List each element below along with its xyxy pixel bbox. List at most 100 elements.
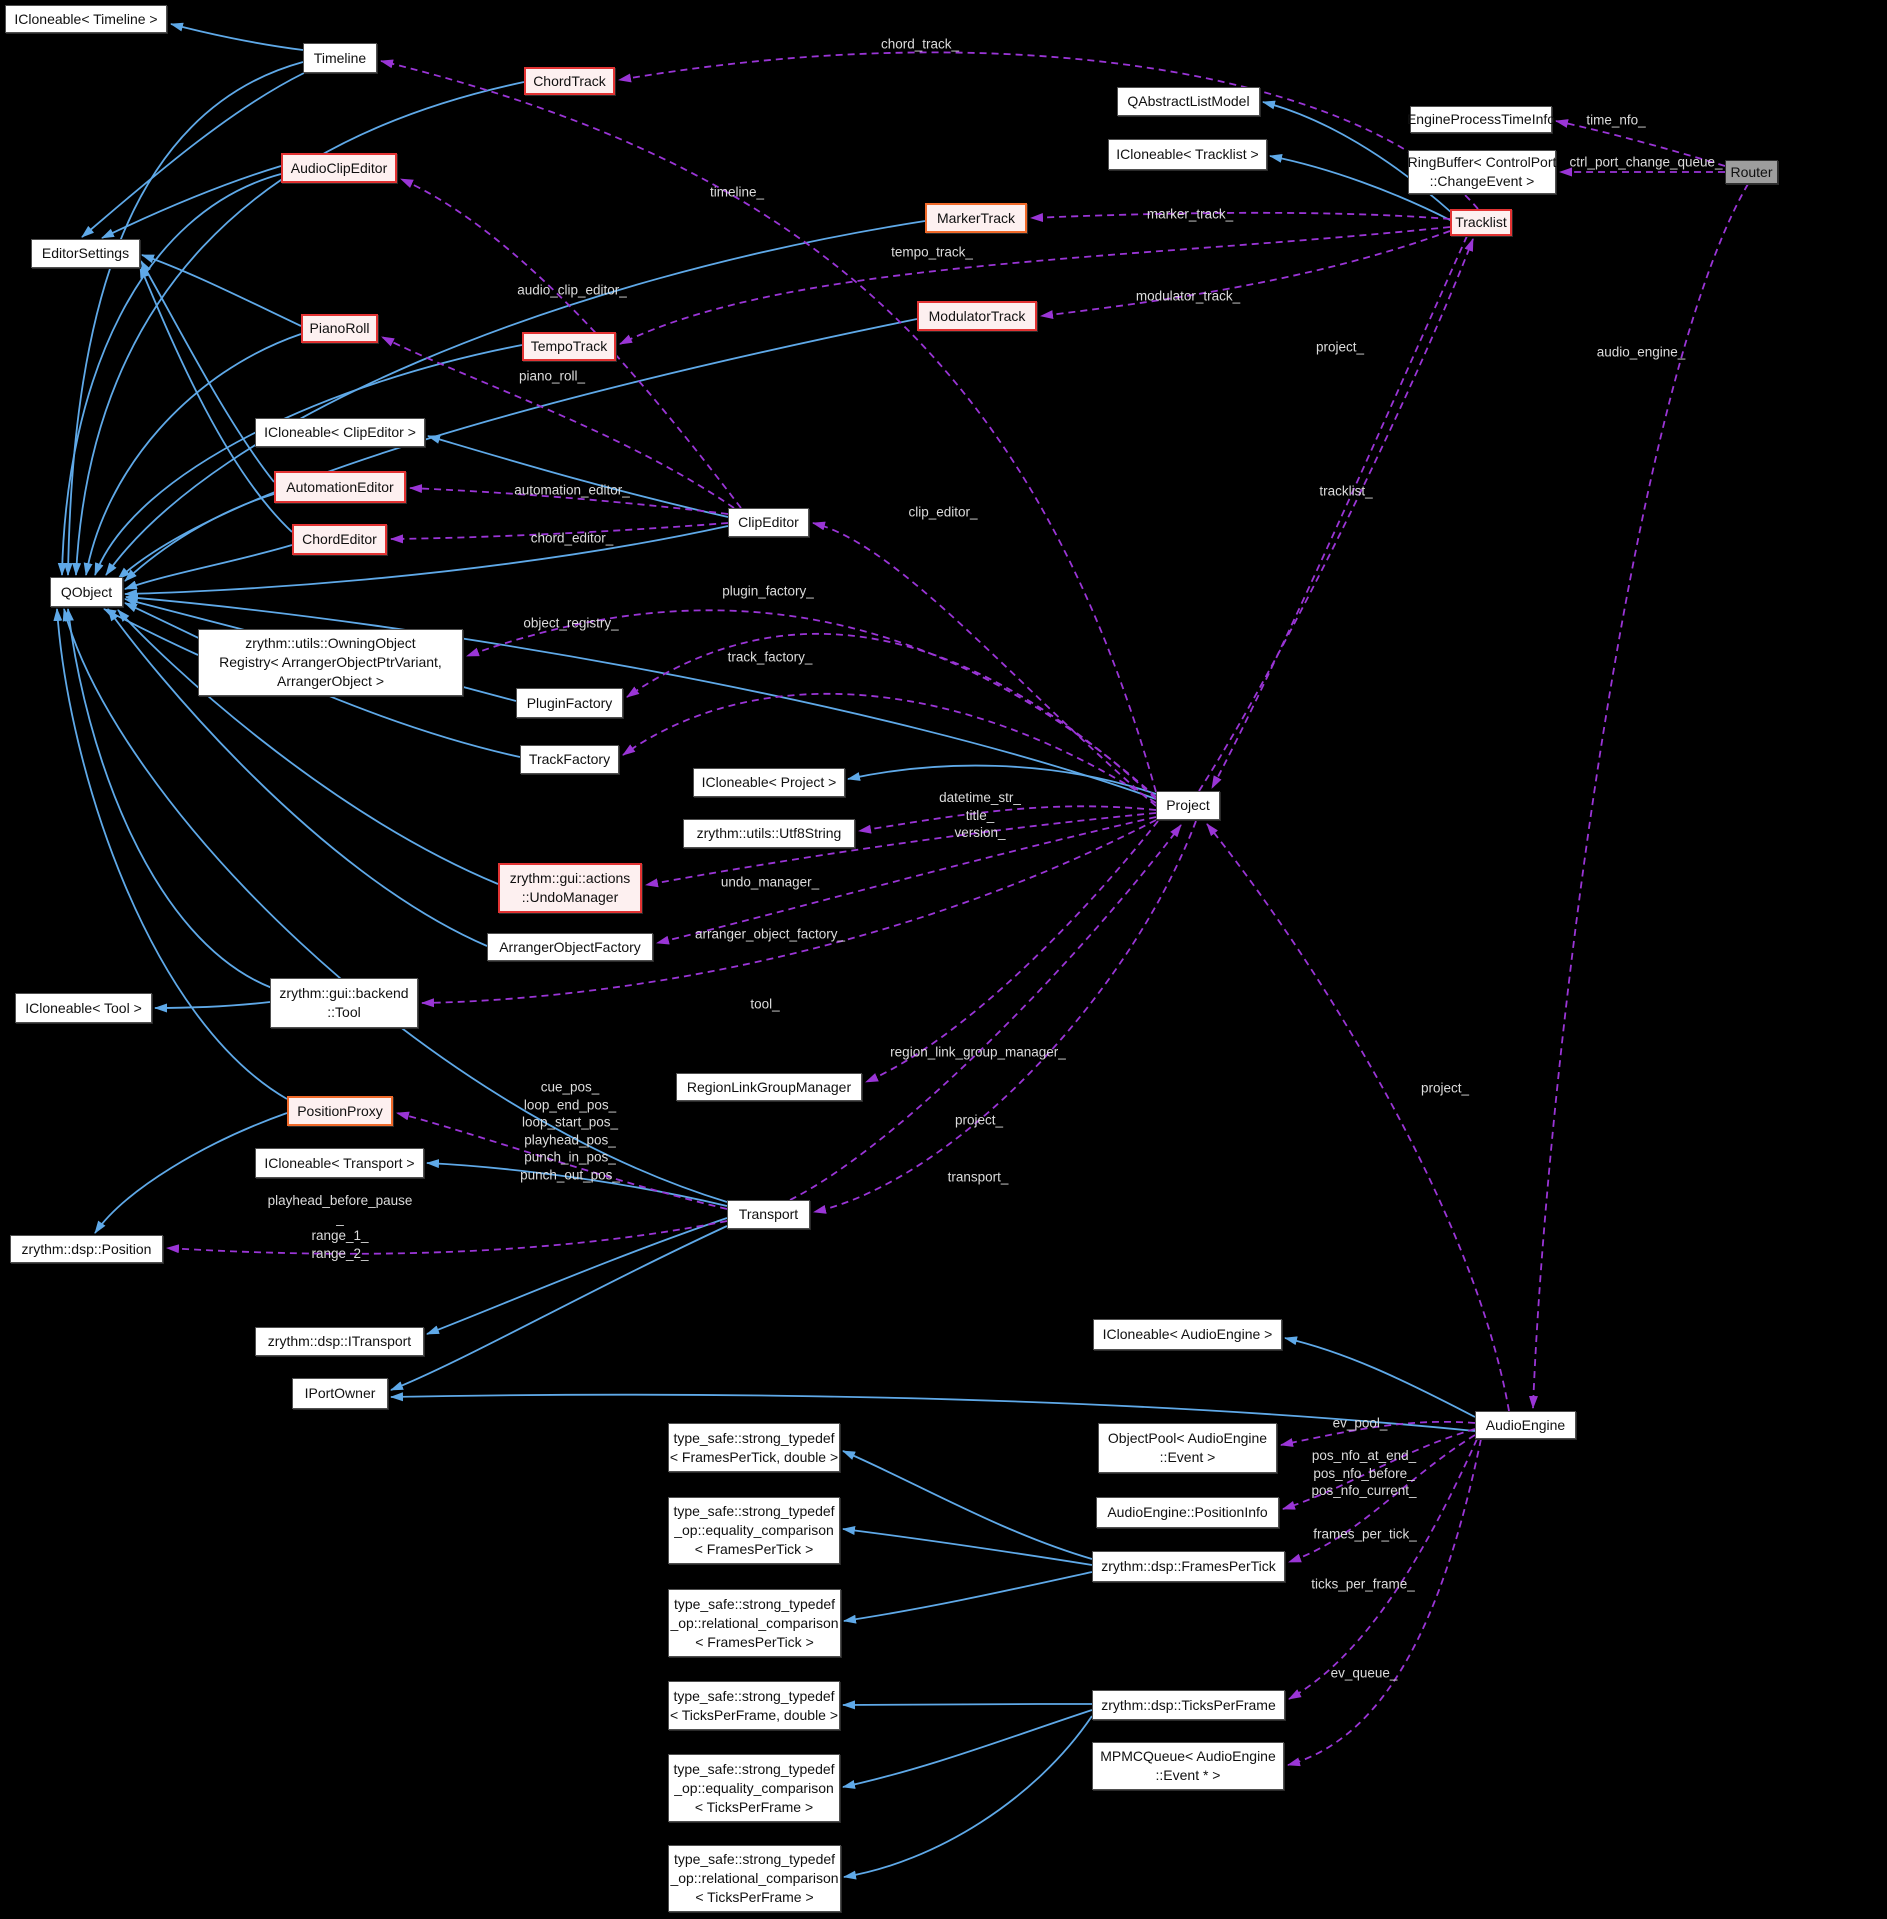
edge-audioengine-to-mpmcqueue xyxy=(1287,1438,1482,1767)
class-node-chordtrack[interactable]: ChordTrack xyxy=(524,67,615,95)
class-node-label: PositionProxy xyxy=(297,1102,383,1119)
class-node-utf8string[interactable]: zrythm::utils::Utf8String xyxy=(683,819,855,848)
class-node-label: ModulatorTrack xyxy=(928,307,1026,324)
edge-label-line: version_ xyxy=(954,824,1006,840)
class-node-framespertick[interactable]: zrythm::dsp::FramesPerTick xyxy=(1092,1551,1285,1582)
class-node-icloneable-project[interactable]: ICloneable< Project > xyxy=(693,768,845,797)
class-node-icloneable-tool[interactable]: ICloneable< Tool > xyxy=(15,993,152,1023)
edge-label: tempo_track_ xyxy=(891,243,973,261)
edge-label: datetime_str_title_version_ xyxy=(939,789,1021,842)
class-node-objectpool[interactable]: ObjectPool< AudioEngine::Event > xyxy=(1098,1423,1277,1473)
class-node-automationeditor[interactable]: AutomationEditor xyxy=(274,471,406,503)
class-node-label: zrythm::gui::backend xyxy=(279,985,409,1001)
class-node-qobject[interactable]: QObject xyxy=(50,577,123,607)
edge-project-to-icloneable-project xyxy=(847,764,1157,795)
class-node-mpmcqueue[interactable]: MPMCQueue< AudioEngine::Event * > xyxy=(1092,1742,1284,1790)
class-node-label: Project xyxy=(1166,797,1210,813)
class-node-arrangerobjectfactory[interactable]: ArrangerObjectFactory xyxy=(487,933,653,961)
class-node-label: ObjectPool< AudioEngine xyxy=(1107,1430,1268,1446)
class-node-modulatortrack[interactable]: ModulatorTrack xyxy=(917,301,1037,331)
class-node-pluginfactory[interactable]: PluginFactory xyxy=(516,688,623,718)
class-node-positionproxy[interactable]: PositionProxy xyxy=(287,1096,393,1126)
class-node-audioengine[interactable]: AudioEngine xyxy=(1475,1411,1576,1439)
class-node-audioclipeditor[interactable]: AudioClipEditor xyxy=(281,153,397,183)
class-node-ticksperframe[interactable]: zrythm::dsp::TicksPerFrame xyxy=(1092,1690,1285,1720)
class-node-itransport[interactable]: zrythm::dsp::ITransport xyxy=(255,1327,424,1356)
edge-label-line: title_ xyxy=(965,807,995,823)
class-node-project[interactable]: Project xyxy=(1156,791,1220,820)
class-node-regionlinkgroupmanager[interactable]: RegionLinkGroupManager xyxy=(676,1073,862,1101)
class-node-tool[interactable]: zrythm::gui::backend::Tool xyxy=(270,978,418,1028)
class-node-ringbuffer[interactable]: RingBuffer< ControlPort::ChangeEvent > xyxy=(1408,150,1556,194)
class-node-router[interactable]: Router xyxy=(1725,160,1778,184)
edge-label: automation_editor_ xyxy=(514,481,630,499)
edge-label-line: clip_editor_ xyxy=(908,504,978,520)
class-node-label: _op::equality_comparison xyxy=(674,1522,834,1538)
class-node-editorsettings[interactable]: EditorSettings xyxy=(31,239,140,268)
class-node-ts-tfr[interactable]: type_safe::strong_typedef_op::relational… xyxy=(668,1845,841,1912)
class-node-transport[interactable]: Transport xyxy=(727,1200,810,1229)
edge-label-line: modulator_track_ xyxy=(1135,288,1241,304)
class-node-label: QAbstractListModel xyxy=(1127,93,1250,109)
class-node-icloneable-transport[interactable]: ICloneable< Transport > xyxy=(255,1148,424,1178)
class-node-tempotrack[interactable]: TempoTrack xyxy=(522,332,616,361)
edge-audioengine-to-icloneable-audioengine xyxy=(1284,1336,1476,1418)
class-node-label: ChordTrack xyxy=(533,72,606,89)
class-node-label: Transport xyxy=(738,1206,799,1222)
class-node-iportowner[interactable]: IPortOwner xyxy=(292,1378,388,1409)
class-node-ts-tfd[interactable]: type_safe::strong_typedef< TicksPerFrame… xyxy=(668,1681,840,1730)
class-node-icloneable-clipeditor[interactable]: ICloneable< ClipEditor > xyxy=(255,418,425,447)
edge-label: ctrl_port_change_queue_ xyxy=(1569,153,1722,171)
edge-label: project_ xyxy=(1316,338,1364,356)
class-node-label: ICloneable< Tool > xyxy=(25,999,142,1016)
class-node-label: IPortOwner xyxy=(304,1385,376,1401)
edge-transport-to-iportowner xyxy=(390,1225,728,1391)
edge-modulatortrack-to-qobject xyxy=(117,318,918,580)
class-node-trackfactory[interactable]: TrackFactory xyxy=(520,745,619,774)
edge-label: audio_engine_ xyxy=(1597,343,1686,361)
class-node-clipeditor[interactable]: ClipEditor xyxy=(728,508,809,537)
class-node-engineprocesstimeinfo[interactable]: EngineProcessTimeInfo xyxy=(1406,106,1556,133)
edge-label-line: ctrl_port_change_queue_ xyxy=(1569,154,1723,170)
edge-tracklist-to-tempotrack xyxy=(619,226,1451,345)
class-node-ts-tfe[interactable]: type_safe::strong_typedef_op::equality_c… xyxy=(668,1754,840,1822)
edge-project-to-utf8string xyxy=(858,805,1157,834)
edge-label: modulator_track_ xyxy=(1136,287,1240,305)
class-node-label: ICloneable< AudioEngine > xyxy=(1102,1326,1273,1342)
class-node-label: ICloneable< ClipEditor > xyxy=(264,424,416,440)
edge-tool-to-icloneable-tool xyxy=(154,1001,271,1013)
class-node-undomanager[interactable]: zrythm::gui::actions::UndoManager xyxy=(498,863,642,913)
edge-clipeditor-to-qobject xyxy=(124,525,729,599)
class-node-label: TrackFactory xyxy=(528,751,611,767)
class-node-icloneable-tracklist[interactable]: ICloneable< Tracklist > xyxy=(1108,139,1267,170)
class-node-chordeditor[interactable]: ChordEditor xyxy=(292,524,387,555)
class-node-pianoroll[interactable]: PianoRoll xyxy=(301,314,378,343)
edge-label: ticks_per_frame_ xyxy=(1311,1575,1415,1593)
class-node-tracklist[interactable]: Tracklist xyxy=(1450,209,1512,236)
class-node-ts-ftd[interactable]: type_safe::strong_typedef< FramesPerTick… xyxy=(668,1423,840,1472)
edge-automationeditor-to-editorsettings xyxy=(140,260,275,483)
class-node-icloneable-timeline[interactable]: ICloneable< Timeline > xyxy=(5,5,167,33)
edge-label: track_factory_ xyxy=(728,648,813,666)
class-node-ts-fte[interactable]: type_safe::strong_typedef_op::equality_c… xyxy=(668,1497,840,1564)
edge-project-to-tool xyxy=(421,819,1157,1008)
class-node-qabstractlistmodel[interactable]: QAbstractListModel xyxy=(1117,87,1260,116)
edge-label: pos_nfo_at_end_pos_nfo_before_pos_nfo_cu… xyxy=(1311,1447,1416,1500)
class-node-label: AudioEngine::PositionInfo xyxy=(1107,1504,1268,1520)
class-node-positioninfo[interactable]: AudioEngine::PositionInfo xyxy=(1096,1497,1279,1528)
edge-label-line: range_2_ xyxy=(311,1245,369,1261)
class-node-label: Registry< ArrangerObjectPtrVariant, xyxy=(219,654,442,670)
class-node-label: ArrangerObjectFactory xyxy=(499,938,641,955)
class-node-position[interactable]: zrythm::dsp::Position xyxy=(10,1235,163,1263)
class-node-label: zrythm::utils::OwningObject xyxy=(245,635,416,651)
class-node-timeline[interactable]: Timeline xyxy=(303,43,377,73)
edge-ticksperframe-to-ts-tfe xyxy=(842,1709,1093,1789)
class-node-icloneable-audioengine[interactable]: ICloneable< AudioEngine > xyxy=(1093,1319,1282,1350)
class-node-markertrack[interactable]: MarkerTrack xyxy=(925,203,1027,233)
class-node-label: EngineProcessTimeInfo xyxy=(1406,111,1556,127)
class-node-ts-ftr[interactable]: type_safe::strong_typedef_op::relational… xyxy=(668,1589,841,1657)
edge-chordeditor-to-qobject xyxy=(124,544,293,590)
edge-label: audio_clip_editor_ xyxy=(517,281,627,299)
class-node-label: _op::relational_comparison xyxy=(670,1614,839,1631)
